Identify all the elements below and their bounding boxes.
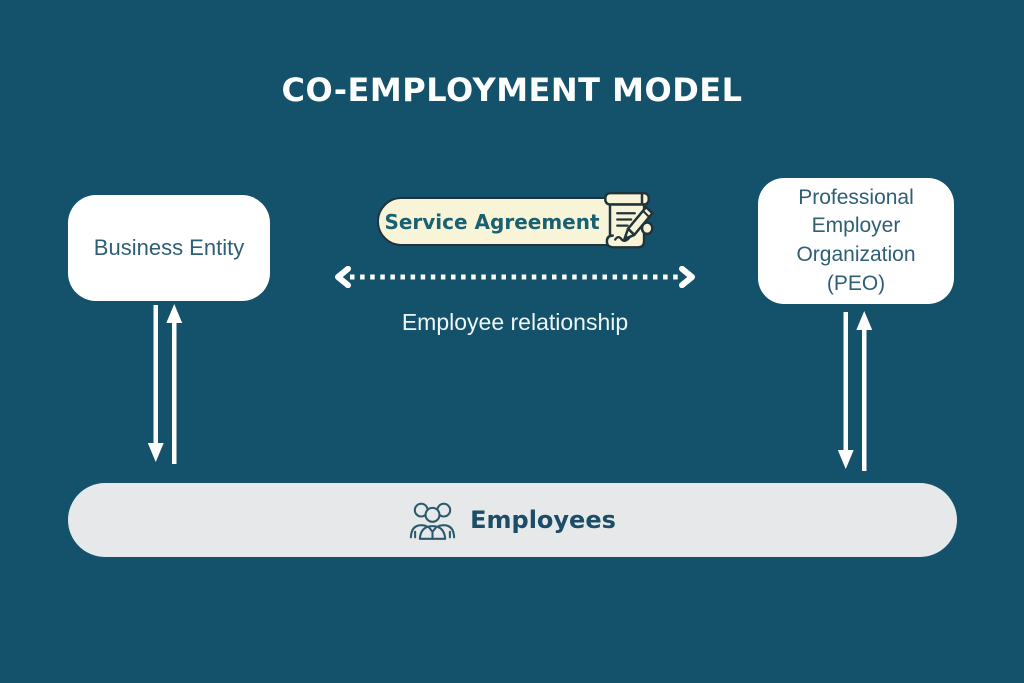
employees-label: Employees <box>470 506 616 534</box>
business-entity-node: Business Entity <box>68 195 270 301</box>
business-entity-label: Business Entity <box>93 235 245 260</box>
service-agreement-badge: Service Agreement <box>377 197 641 246</box>
employee-relationship-label: Employee relationship <box>401 309 629 335</box>
peo-label: Professional Employer Organization (PEO) <box>796 185 916 295</box>
contract-signing-icon <box>604 191 654 249</box>
page-title: CO-EMPLOYMENT MODEL <box>281 71 743 109</box>
peo-node: Professional Employer Organization (PEO) <box>758 178 954 304</box>
people-group-icon <box>409 502 456 540</box>
service-agreement-label: Service Agreement <box>384 209 600 234</box>
business-employees-arrows <box>147 304 183 464</box>
peo-employees-arrows <box>837 311 873 471</box>
employees-node: Employees <box>68 483 957 557</box>
dotted-double-arrow <box>335 266 695 288</box>
